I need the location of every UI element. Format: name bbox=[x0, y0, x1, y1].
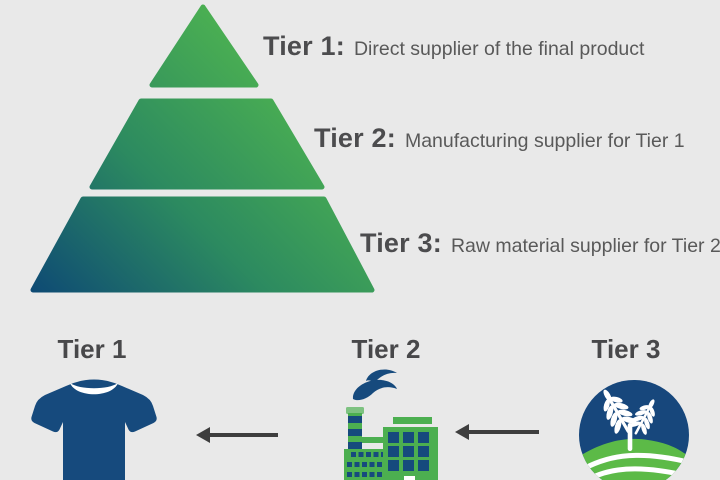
arrow-line bbox=[467, 430, 539, 434]
tier-1-row: Tier 1: Direct supplier of the final pro… bbox=[263, 31, 644, 62]
pyramid-tier-2-shape bbox=[89, 98, 325, 190]
tier-3-label: Tier 3: bbox=[360, 228, 442, 258]
factory-icon bbox=[344, 369, 438, 480]
stage-tier-2-heading: Tier 2 bbox=[351, 334, 421, 364]
tall-building bbox=[383, 417, 438, 480]
tier-1-label: Tier 1: bbox=[263, 31, 345, 61]
tier-3-row: Tier 3: Raw material supplier for Tier 2 bbox=[360, 228, 720, 259]
flow-arrow-tier2-to-tier1 bbox=[196, 427, 278, 443]
tier-1-description: Direct supplier of the final product bbox=[353, 38, 645, 60]
factory-ledge bbox=[362, 437, 384, 443]
stage-tier-3-heading: Tier 3 bbox=[591, 334, 661, 364]
flow-arrow-tier3-to-tier2 bbox=[455, 424, 539, 440]
tier-2-row: Tier 2: Manufacturing supplier for Tier … bbox=[314, 123, 685, 154]
t-shirt-icon bbox=[31, 379, 157, 480]
crop-field-icon bbox=[579, 380, 689, 480]
arrow-left-icon bbox=[455, 424, 469, 440]
low-building bbox=[344, 449, 388, 480]
tier-3-description: Raw material supplier for Tier 2 bbox=[450, 235, 720, 257]
wheat-plant bbox=[592, 382, 664, 451]
tier-2-label: Tier 2: bbox=[314, 123, 396, 153]
arrow-line bbox=[208, 433, 278, 437]
tier-2-description: Manufacturing supplier for Tier 1 bbox=[404, 130, 685, 152]
pyramid-tier-1-shape bbox=[149, 4, 259, 88]
arrow-left-icon bbox=[196, 427, 210, 443]
chimney bbox=[346, 407, 364, 451]
tier-pyramid bbox=[30, 4, 375, 293]
pyramid-tier-3-shape bbox=[30, 196, 375, 293]
smoke-swoosh bbox=[352, 369, 397, 401]
stage-tier-1-heading: Tier 1 bbox=[57, 334, 127, 364]
door bbox=[404, 476, 415, 480]
